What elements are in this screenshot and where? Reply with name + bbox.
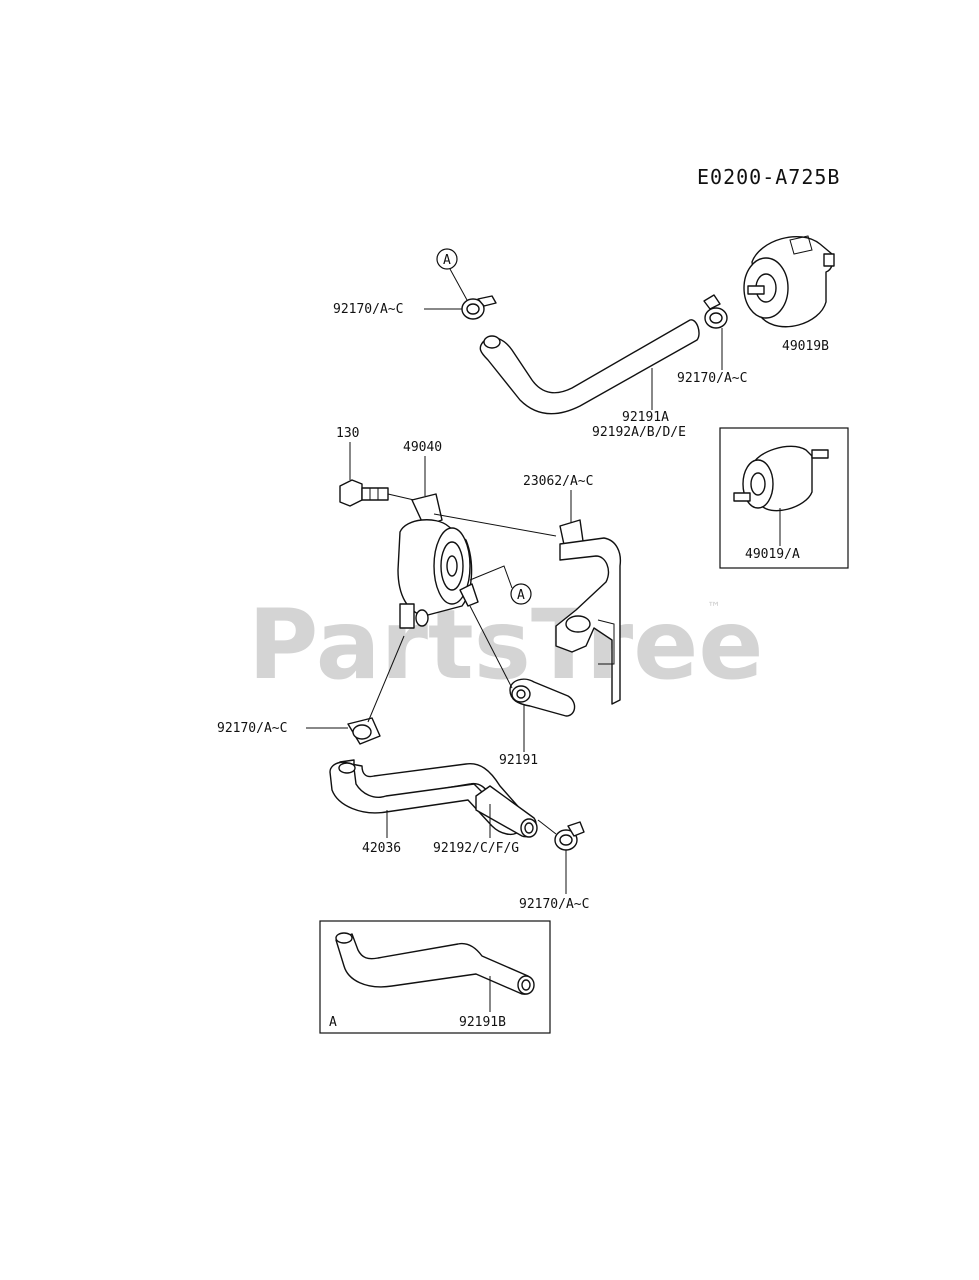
label-bolt: 130: [336, 426, 359, 441]
oil-cooler-49040: [397, 493, 479, 629]
label-pipe: 42036: [362, 841, 401, 856]
hose-92191b: [335, 932, 535, 995]
label-clip-mid-right: 92170/A~C: [677, 371, 747, 386]
label-clip-top-left: 92170/A~C: [333, 302, 403, 317]
label-bracket: 23062/A~C: [523, 474, 593, 489]
label-hose-mid: 92191: [499, 753, 538, 768]
watermark-tm: ™: [707, 600, 721, 616]
leader-oil-hose: [469, 605, 513, 689]
hose-92191: [509, 678, 576, 717]
label-clip-bottom: 92170/A~C: [519, 897, 589, 912]
hose-clip-left: [347, 717, 381, 745]
label-hose-inset: 92191B: [459, 1015, 506, 1030]
leader-clip-cooler: [367, 635, 405, 723]
hose-92191a: [479, 319, 700, 415]
leader-bolt-bracket: [433, 513, 557, 537]
fuel-filter-49019a: [733, 445, 829, 512]
hose-92192-bottom: [475, 785, 538, 838]
callout-a-mid-text: A: [517, 588, 525, 603]
label-filter-top: 49019B: [782, 339, 829, 354]
label-hose-top-b: 92192A/B/D/E: [592, 425, 686, 440]
inset-a-box: [319, 920, 551, 1034]
inset-letter: A: [329, 1015, 337, 1030]
bracket-23062: [555, 519, 622, 705]
label-clip-left: 92170/A~C: [217, 721, 287, 736]
hose-clip-top-left: [461, 295, 497, 320]
diagram-code: E0200-A725B: [697, 165, 840, 189]
label-hose-bottom: 92192/C/F/G: [433, 841, 519, 856]
label-filter-box: 49019/A: [745, 547, 800, 562]
callout-a-top: A: [436, 248, 468, 301]
hose-clip-bottom: [554, 821, 585, 851]
hose-clip-mid-right: [703, 294, 728, 329]
fuel-filter-49019b: [743, 235, 835, 328]
callout-a-top-text: A: [443, 253, 451, 268]
label-hose-top-a: 92191A: [622, 410, 669, 425]
watermark: PartsTree: [248, 589, 763, 701]
filter-alt-box: [719, 427, 849, 569]
callout-a-mid: A: [469, 565, 532, 605]
leader-clip-hose: [537, 819, 557, 835]
label-oil-cooler: 49040: [403, 440, 442, 455]
bolt-130: [339, 479, 415, 507]
